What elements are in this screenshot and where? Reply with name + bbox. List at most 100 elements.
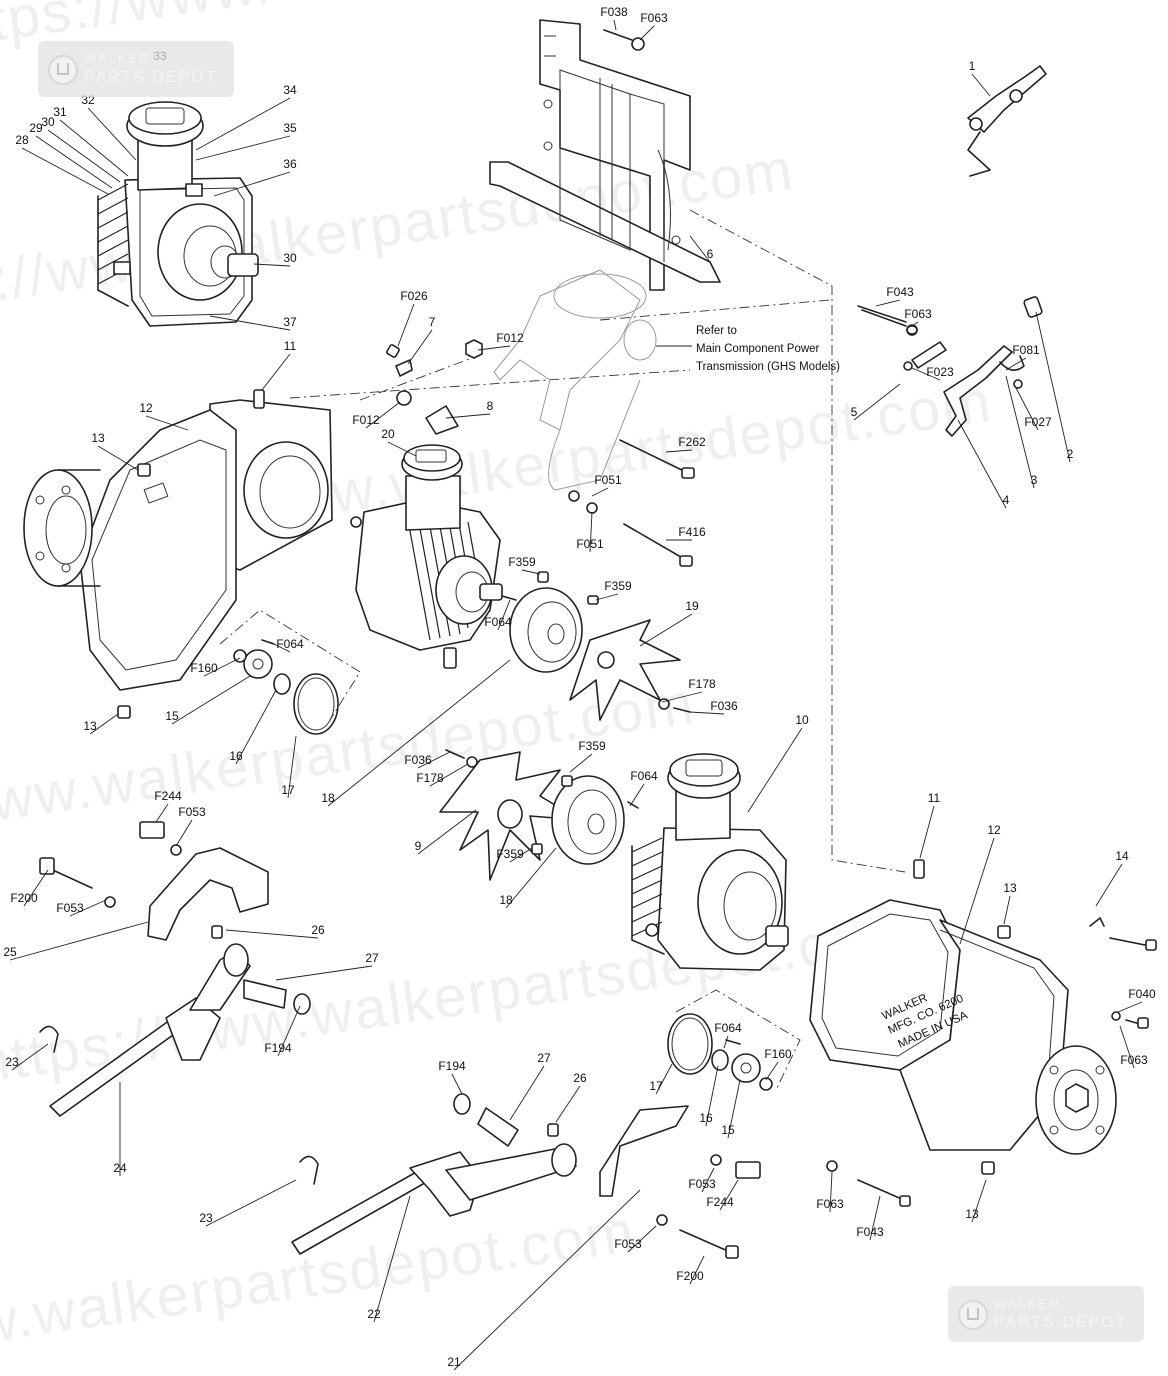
callout-leader-line [959, 837, 995, 945]
callout-label: 13 [91, 431, 105, 445]
callout-label: 12 [987, 823, 1001, 837]
pulley-19 [509, 587, 681, 721]
callout-leader-line [429, 763, 469, 787]
callout-label: 16 [229, 749, 243, 763]
callout-leader-line [1117, 1001, 1143, 1013]
callout-label: 23 [5, 1055, 19, 1069]
callout-leader-line [287, 735, 297, 799]
callout-leader-line [35, 135, 113, 189]
callout-leader-line [639, 613, 693, 647]
callout-leader-line [509, 847, 533, 863]
logo-line1: WALKER [84, 51, 151, 66]
callout-leader-line [971, 1179, 987, 1223]
callout-label: 27 [537, 1051, 551, 1065]
linkage-1 [967, 65, 1047, 177]
callout-label: F036 [404, 753, 432, 767]
callout-leader-line [261, 353, 291, 391]
fan-9-pulley-18 [439, 749, 639, 881]
callout-label: F043 [856, 1225, 884, 1239]
logo-line1: WALKER [994, 1296, 1061, 1311]
callout-label: F026 [400, 289, 428, 303]
callout-label: 11 [284, 339, 297, 353]
callout-leader-line [613, 19, 617, 31]
callout-leader-line [591, 487, 609, 497]
callout-leader-line [521, 569, 541, 575]
note-line2: Main Component Power [696, 343, 820, 355]
callout-leader-line [59, 119, 129, 177]
callout-label: 11 [928, 791, 941, 805]
callout-label: 29 [29, 121, 43, 135]
callout-label: 27 [365, 951, 379, 965]
callout-label: F064 [630, 769, 658, 783]
callout-leader-line [747, 727, 803, 813]
callout-label: F359 [604, 579, 632, 593]
transaxle-left [23, 399, 333, 691]
callout-leader-line [417, 809, 477, 855]
callout-leader-line [11, 1043, 49, 1071]
callout-leader-line [505, 847, 557, 909]
callout-leader-line [1119, 1025, 1135, 1069]
callout-label: F012 [496, 331, 524, 345]
callout-label: 15 [165, 709, 179, 723]
callout-leader-line [9, 921, 149, 961]
callout-leader-line [235, 689, 277, 765]
callout-label: 17 [649, 1079, 663, 1093]
callout-leader-line [665, 449, 693, 453]
steering-left [39, 821, 311, 1117]
callout-label: F194 [264, 1041, 292, 1055]
callout-leader-line [1005, 357, 1027, 371]
callout-leader-line [1095, 863, 1123, 907]
gearbox-right [631, 753, 789, 971]
callout-label: F359 [578, 739, 606, 753]
callout-leader-line [911, 321, 919, 327]
callout-label: 7 [429, 315, 436, 329]
callout-leader-line [47, 129, 121, 183]
callout-label: 6 [707, 247, 714, 261]
callout-label: 14 [1115, 849, 1129, 863]
callout-leader-line [719, 1179, 739, 1211]
callout-label: F160 [764, 1047, 792, 1061]
watermark-logo: WALKER PARTS DEPOT [948, 1286, 1144, 1342]
note-line3: Transmission (GHS Models) [696, 361, 840, 373]
callout-leader-line [829, 1171, 833, 1213]
callout-leader-line [97, 445, 139, 471]
callout-leader-line [21, 147, 109, 195]
callout-label: 13 [1003, 881, 1017, 895]
callout-leader-line [155, 803, 169, 823]
callout-label: F040 [1128, 987, 1156, 1001]
callout-leader-line [445, 413, 491, 419]
callout-leader-line [705, 1065, 719, 1127]
callout-leader-line [869, 1195, 881, 1241]
linkage-2-5 [857, 296, 1043, 437]
callout-label: F053 [178, 805, 206, 819]
callout-leader-line [689, 235, 711, 263]
callout-leader-line [89, 713, 119, 735]
callout-label: 37 [283, 315, 297, 329]
callout-label: F244 [154, 789, 182, 803]
callout-label: F063 [640, 11, 668, 25]
callout-label: F063 [904, 307, 932, 321]
callout-leader-line [87, 107, 137, 161]
callout-label: F160 [190, 661, 218, 675]
callout-leader-line [275, 965, 373, 981]
callout-label: 19 [685, 599, 699, 613]
callout-leader-line [453, 1189, 641, 1371]
logo-line2: PARTS DEPOT [84, 69, 218, 86]
callout-label: F359 [508, 555, 536, 569]
callout-leader-line [627, 1225, 657, 1253]
callout-leader-line [727, 1079, 741, 1139]
callout-label: 21 [447, 1355, 461, 1369]
walker-logo-icon [958, 1300, 988, 1330]
callout-label: F036 [710, 699, 738, 713]
callout-leader-line [765, 1061, 779, 1081]
callout-label: F200 [10, 891, 38, 905]
callout-label: 12 [139, 401, 153, 415]
callout-label: 5 [851, 405, 858, 419]
callout-label: F063 [816, 1197, 844, 1211]
callout-label: F064 [276, 637, 304, 651]
callout-label: F359 [496, 847, 524, 861]
callout-label: 8 [487, 399, 494, 413]
callout-label: F064 [484, 615, 512, 629]
reference-note: Refer to Main Component Power Transmissi… [656, 325, 840, 373]
